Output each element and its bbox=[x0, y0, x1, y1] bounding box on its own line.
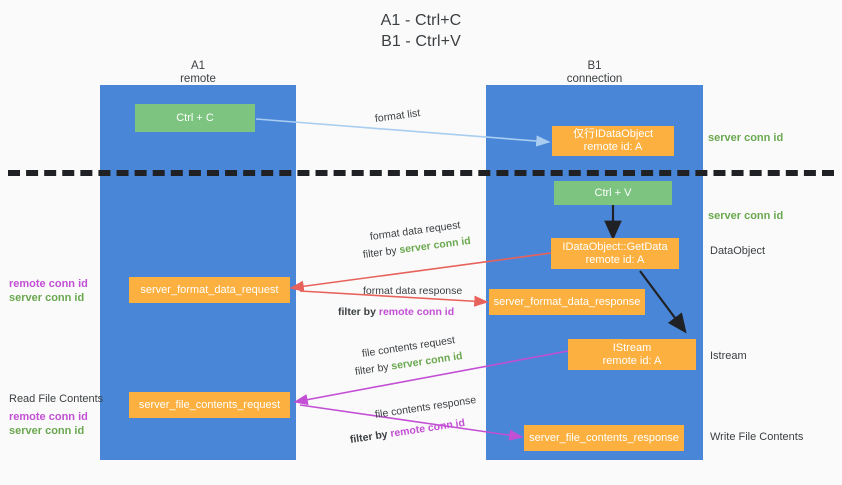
box-ctrl-v-label: Ctrl + V bbox=[594, 186, 632, 199]
right-dataobject: DataObject bbox=[710, 245, 766, 257]
box-getdata-line-1: IDataObject::GetData bbox=[562, 240, 668, 253]
box-ctrl-v[interactable]: Ctrl + V bbox=[554, 181, 672, 205]
box-istream[interactable]: IStream remote id: A bbox=[568, 339, 696, 370]
page-title: A1 - Ctrl+C B1 - Ctrl+V bbox=[0, 10, 842, 52]
lane-a1-role: remote bbox=[180, 73, 216, 85]
box-server-file-contents-request[interactable]: server_file_contents_request bbox=[129, 392, 290, 418]
left-format-server-conn-id: server conn id bbox=[9, 291, 85, 304]
filter-prefix: filter by bbox=[338, 306, 376, 318]
box-getdata-line-2: remote id: A bbox=[585, 253, 645, 266]
filter-value-remote-conn-id: remote conn id bbox=[378, 306, 455, 318]
right-server-conn-id-mid: server conn id bbox=[708, 210, 784, 222]
box-idataobject-line-2: remote id: A bbox=[583, 141, 643, 153]
left-annotation-format: remote conn id server conn id bbox=[9, 278, 88, 305]
box-server-file-contents-request-label: server_file_contents_request bbox=[138, 398, 281, 411]
lane-header-b1: B1 connection bbox=[486, 60, 703, 86]
title-line-2: B1 - Ctrl+V bbox=[381, 33, 461, 50]
label-format-data-response-filter: filter by remote conn id bbox=[338, 305, 454, 319]
left-read-file-contents: Read File Contents bbox=[9, 393, 104, 405]
filter-prefix: filter by bbox=[354, 361, 390, 378]
title-line-1: A1 - Ctrl+C bbox=[380, 12, 462, 29]
label-file-contents-response-filter: filter by remote conn id bbox=[349, 416, 466, 447]
box-server-file-contents-response-label: server_file_contents_response bbox=[529, 431, 679, 444]
left-file-remote-conn-id: remote conn id bbox=[9, 411, 88, 423]
phase-divider bbox=[8, 170, 834, 176]
box-server-format-data-request-label: server_format_data_request bbox=[140, 283, 279, 296]
box-istream-line-2: remote id: A bbox=[602, 354, 662, 367]
left-file-server-conn-id: server conn id bbox=[9, 424, 85, 437]
box-server-format-data-response[interactable]: server_format_data_response bbox=[489, 289, 645, 315]
lane-header-a1: A1 remote bbox=[100, 60, 296, 86]
right-server-conn-id-top: server conn id bbox=[708, 132, 784, 144]
right-istream: Istream bbox=[710, 350, 747, 362]
lane-b1-role: connection bbox=[566, 73, 623, 85]
filter-value-remote-conn-id: remote conn id bbox=[389, 416, 466, 440]
label-format-data-response: format data response bbox=[363, 285, 463, 297]
right-write-file-contents: Write File Contents bbox=[710, 431, 804, 443]
lane-a1-name: A1 bbox=[190, 60, 206, 72]
box-idataobject-getdata[interactable]: IDataObject::GetData remote id: A bbox=[551, 238, 679, 269]
box-istream-line-1: IStream bbox=[612, 341, 652, 354]
filter-prefix: filter by bbox=[362, 244, 398, 261]
left-format-remote-conn-id: remote conn id bbox=[9, 278, 88, 290]
box-ctrl-c-label: Ctrl + C bbox=[176, 111, 214, 124]
box-ctrl-c[interactable]: Ctrl + C bbox=[135, 104, 255, 132]
filter-prefix: filter by bbox=[349, 428, 389, 446]
left-annotation-file: remote conn id server conn id bbox=[9, 411, 88, 438]
lane-b1-name: B1 bbox=[587, 60, 602, 72]
box-server-format-data-response-label: server_format_data_response bbox=[493, 295, 641, 308]
box-server-format-data-request[interactable]: server_format_data_request bbox=[129, 277, 290, 303]
box-idataobject[interactable]: 仅行IDataObject remote id: A bbox=[552, 126, 674, 156]
box-idataobject-line-1: 仅行IDataObject bbox=[572, 128, 654, 140]
label-format-list: format list bbox=[374, 107, 421, 125]
box-server-file-contents-response[interactable]: server_file_contents_response bbox=[524, 425, 684, 451]
